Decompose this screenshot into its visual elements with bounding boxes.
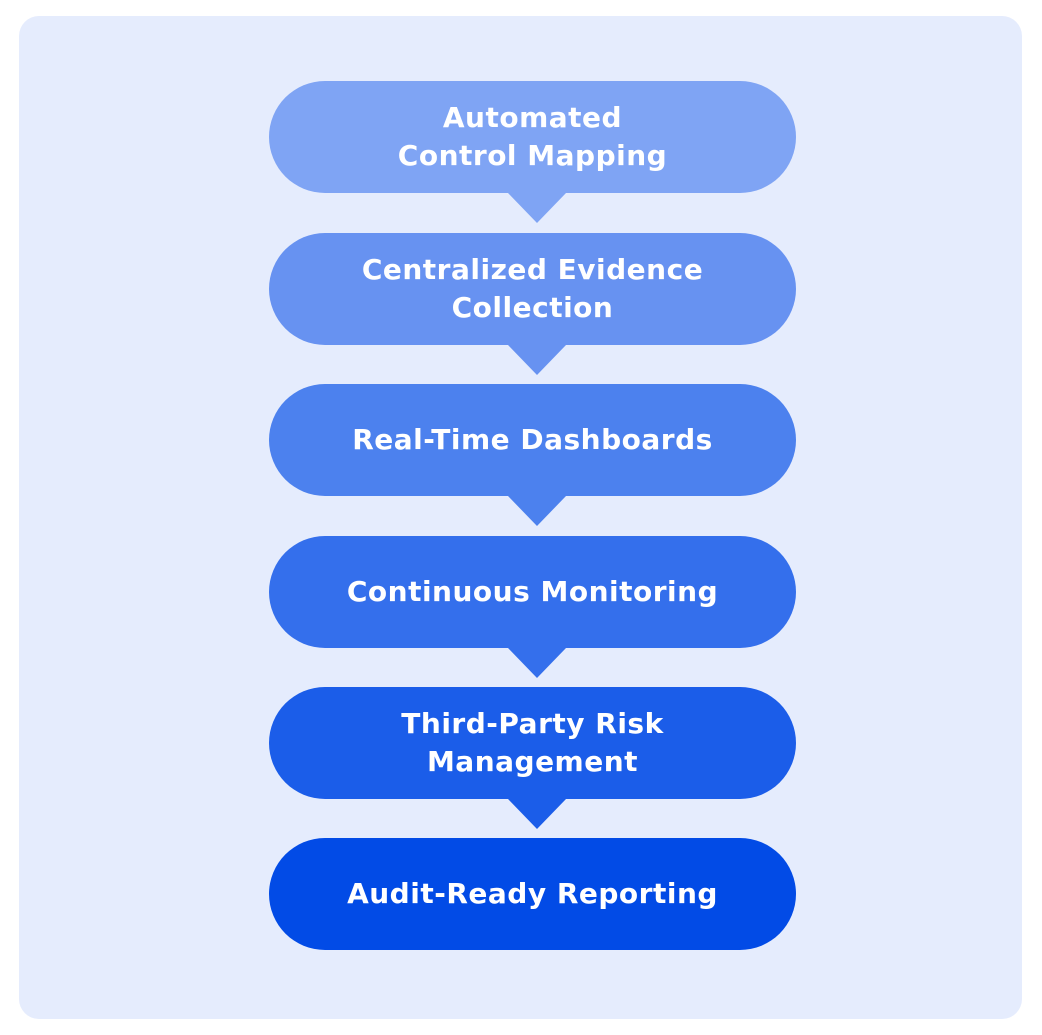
step-audit-ready-reporting: Audit-Ready Reporting [269,838,796,950]
step-third-party-risk-management: Third-Party Risk Management [269,687,796,799]
step-real-time-dashboards: Real-Time Dashboards [269,384,796,496]
arrow-down-icon [508,799,566,829]
arrow-down-icon [508,193,566,223]
step-centralized-evidence-collection: Centralized Evidence Collection [269,233,796,345]
step-continuous-monitoring: Continuous Monitoring [269,536,796,648]
arrow-down-icon [508,648,566,678]
arrow-down-icon [508,496,566,526]
diagram-panel: Automated Control Mapping Centralized Ev… [19,16,1022,1019]
arrow-down-icon [508,345,566,375]
step-automated-control-mapping: Automated Control Mapping [269,81,796,193]
